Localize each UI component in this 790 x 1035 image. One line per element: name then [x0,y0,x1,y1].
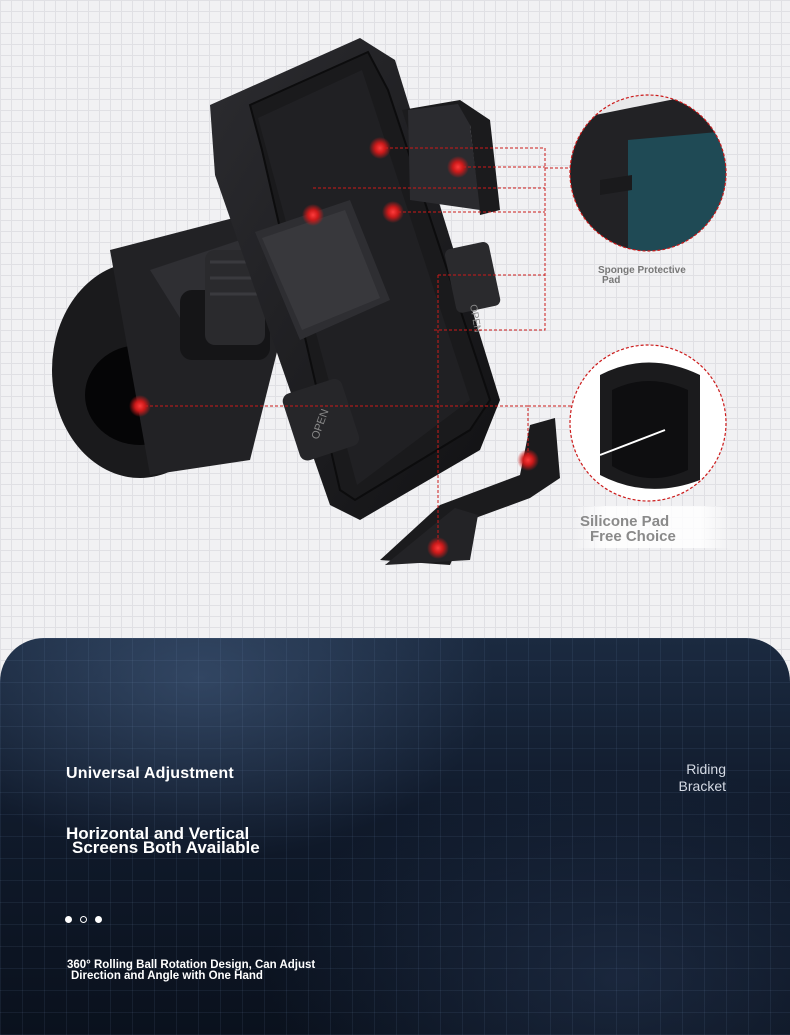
marker-top-arm [447,156,469,178]
holder-body: OPEN OPEN [210,38,560,565]
silicone-label-line-1: Silicone Pad [580,513,670,530]
product-tag-line-2: Bracket [678,777,726,794]
handlebar-clamp [52,215,290,478]
marker-clamp [129,395,151,417]
product-showcase: OPEN OPEN [52,38,732,565]
feature-heading: Universal Adjustment [66,765,234,782]
subheading-line-2: Screens Both Available [72,838,260,858]
feature-panel: Universal Adjustment Riding Bracket Hori… [0,638,790,1035]
marker-center [382,201,404,223]
description-line-2: Direction and Angle with One Hand [71,969,263,982]
feature-subheading: Horizontal and Vertical Screens Both Ava… [66,824,260,858]
callout-leaders [140,147,572,548]
marker-side-grip [302,204,324,226]
marker-sponge-pad [369,137,391,159]
open-label-right: OPEN [467,304,483,334]
product-tag-line-1: Riding [686,761,726,777]
carousel-dot-1[interactable] [65,916,72,923]
carousel-dot-2[interactable] [80,916,87,923]
sponge-label-line-1: Sponge Protective [598,265,686,276]
carousel-dots [65,916,102,923]
sponge-pad-zoom [569,94,727,252]
feature-description: 360° Rolling Ball Rotation Design, Can A… [67,959,316,982]
callout-markers [129,137,539,559]
phone-holder-illustration: OPEN OPEN [52,38,727,565]
product-tag: Riding Bracket [679,761,726,795]
silicone-pad-zoom [569,344,727,502]
marker-bottom-claw [427,537,449,559]
sponge-label-line-2: Pad [602,275,621,286]
description-line-1: 360° Rolling Ball Rotation Design, Can A… [67,959,316,971]
silicone-pad-label: Silicone Pad Free Choice [574,506,732,548]
silicone-label-line-2: Free Choice [590,528,676,545]
marker-right-claw [517,449,539,471]
sponge-pad-label: Sponge Protective Pad [598,266,718,286]
subheading-line-1: Horizontal and Vertical [66,824,250,843]
carousel-dot-3[interactable] [95,916,102,923]
